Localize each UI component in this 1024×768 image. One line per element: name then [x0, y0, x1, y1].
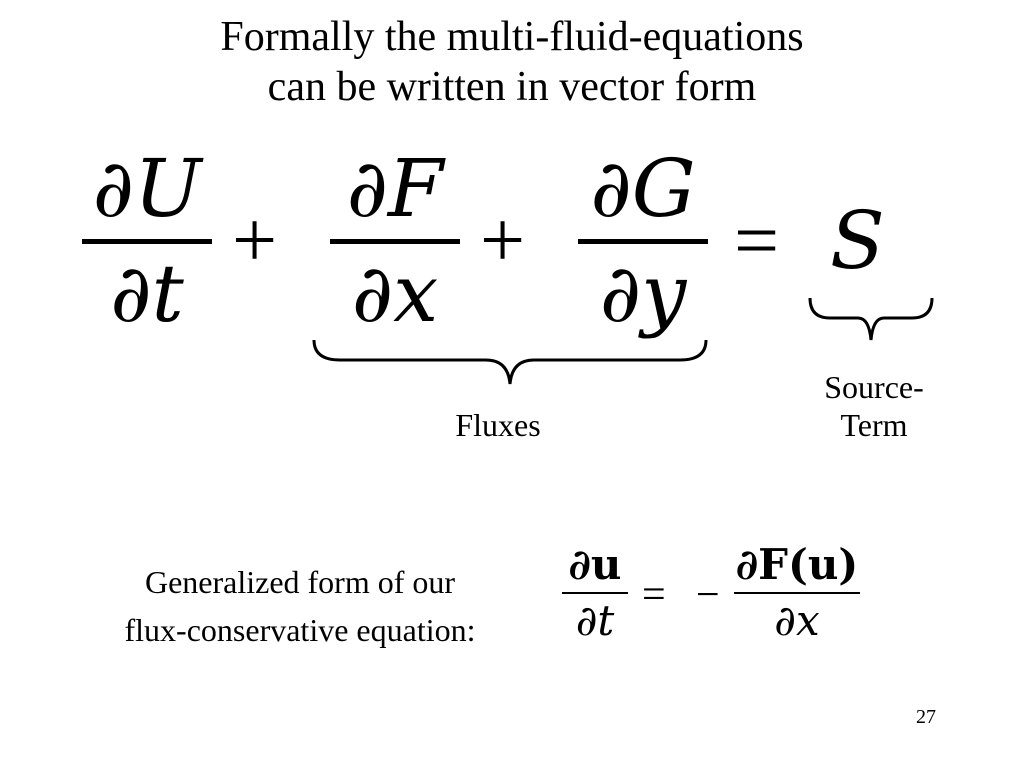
dFu-numerator: ∂F(u) — [735, 540, 859, 589]
du-numerator: ∂u — [568, 540, 622, 589]
page-number: 27 — [916, 706, 936, 728]
fraction-bar — [578, 239, 708, 244]
generalized-label-line-2: flux-conservative equation: — [124, 612, 476, 648]
fraction-bar — [330, 239, 460, 244]
generalized-form-label: Generalized form of our flux-conservativ… — [70, 558, 530, 654]
source-symbol: S — [830, 194, 885, 287]
equals-sign: = — [642, 572, 666, 618]
title-line-2: can be written in vector form — [267, 64, 757, 110]
flux-conservative-equation: ∂u ∂t = − ∂F(u) ∂x — [562, 540, 882, 660]
fluxes-label: Fluxes — [455, 407, 541, 443]
vector-form-equation: ∂U ∂t + ∂F ∂x + ∂G ∂y = S — [82, 145, 912, 345]
plus-sign-2: + — [480, 197, 526, 285]
minus-sign: − — [696, 572, 720, 618]
source-brace — [808, 297, 934, 341]
source-label-line-2: Term — [840, 407, 908, 443]
dF-numerator: ∂F — [346, 142, 444, 235]
title-line-1: Formally the multi-fluid-equations — [220, 14, 804, 60]
equals-sign: = — [734, 197, 780, 285]
dU-numerator: ∂U — [92, 142, 202, 235]
plus-sign-1: + — [232, 197, 278, 285]
dt-denominator: ∂t — [110, 247, 184, 340]
dy-denominator: ∂y — [599, 247, 687, 340]
generalized-label-line-1: Generalized form of our — [144, 564, 456, 600]
dG-dy-fraction: ∂G ∂y — [578, 145, 708, 338]
fraction-bar — [82, 239, 212, 244]
dG-numerator: ∂G — [590, 142, 696, 235]
dx-denominator: ∂x — [774, 596, 820, 645]
slide-title: Formally the multi-fluid-equations can b… — [0, 12, 1024, 112]
source-term-label: Source- Term — [806, 368, 942, 444]
fraction-bar — [562, 592, 628, 594]
dx-denominator: ∂x — [351, 247, 439, 340]
dF-dx-fraction: ∂F ∂x — [330, 145, 460, 338]
fluxes-brace — [312, 339, 708, 385]
fraction-bar — [734, 592, 860, 594]
dU-dt-fraction: ∂U ∂t — [82, 145, 212, 338]
dFu-dx-fraction: ∂F(u) ∂x — [734, 540, 860, 646]
du-dt-fraction: ∂u ∂t — [562, 540, 628, 646]
dt-denominator: ∂t — [575, 596, 615, 645]
source-label-line-1: Source- — [824, 369, 924, 405]
